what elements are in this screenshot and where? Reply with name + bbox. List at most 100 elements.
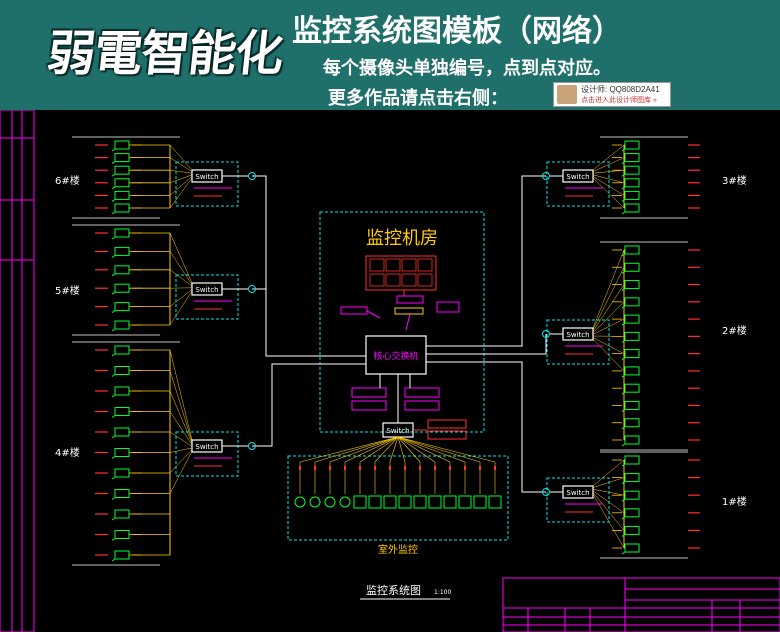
uplink-fan [169,289,193,307]
camera-icon [114,530,130,539]
uplink-fan [169,449,193,474]
camera-icon [624,349,640,359]
camera-icon [624,418,640,428]
camera-mount [111,198,116,202]
camera-icon [114,366,130,375]
page-title: 监控系统图模板（网络） [292,14,622,49]
building-label: 6#楼 [55,174,80,187]
camera-icon [624,331,640,341]
camera-icon [114,509,130,519]
dome-camera-icon [309,496,321,508]
uplink-fan [169,176,193,196]
access-switch-label: Switch [195,286,218,294]
camera-icon [114,203,130,213]
camera-icon [624,153,640,163]
bullet-camera-icon [488,495,502,509]
camera-icon [624,543,640,553]
camera-mount [621,198,626,202]
outdoor-cable [397,436,451,463]
access-switch-label: Switch [195,443,218,451]
access-switch-label: Switch [195,173,218,181]
diagram-structure: 监控机房 核心交换机 [0,110,780,632]
camera-mount [621,270,626,274]
uplink-fan [592,284,625,332]
uplink-fan [592,301,625,333]
camera-mount [111,517,116,521]
camera-icon [114,165,130,175]
camera-mount [621,481,626,485]
camera-icon [624,165,640,175]
camera-mount [111,173,116,177]
camera-mount [621,288,626,291]
outdoor-fan-lines [294,436,502,509]
camera-mount [111,161,116,165]
outdoor-cable [344,436,399,463]
fiber-node-icon [542,488,550,496]
fiber-node-icon [542,330,550,338]
camera-icon [114,345,130,355]
camera-mount [621,322,626,326]
designer-badge[interactable]: 设计师: QQ808D2A41 点击进入此设计师图库 » [553,82,671,107]
camera-mount [621,357,626,361]
camera-icon [114,265,130,275]
camera-icon [624,455,640,465]
building-group: 6#楼 Switch [55,136,256,219]
camera-icon [114,386,130,396]
uplink-fan [592,267,625,330]
bullet-camera-icon [428,495,442,509]
camera-mount [111,273,116,277]
building-label: 3#楼 [722,174,747,187]
switch-cabinet [546,161,610,207]
fiber-node-icon [248,285,256,293]
dome-camera-icon [324,496,336,508]
bullet-camera-icon [353,495,367,509]
switch-cabinet [175,274,239,320]
camera-mount [621,391,626,395]
designer-gallery-link[interactable]: 点击进入此设计师图库 » [581,97,657,104]
outdoor-cable [374,436,399,463]
camera-icon [114,246,130,256]
camera-icon [114,153,130,163]
building-label: 5#楼 [55,284,80,297]
outdoor-cable [389,436,399,463]
bullet-camera-icon [458,495,472,509]
access-switch-label: Switch [566,331,589,339]
footer-scale: 1:100 [434,589,451,596]
uplink-fan [169,144,193,171]
outdoor-cable [397,436,406,463]
uplink-fan [169,177,193,209]
uplink-fan [169,251,193,285]
outdoor-camera-area [287,455,509,541]
outdoor-switch-label: Switch [386,427,409,435]
camera-mount [621,305,626,309]
camera-mount [621,463,626,467]
bullet-camera-icon [368,495,382,509]
uplink-fan [592,157,625,172]
camera-mount [111,353,116,357]
uplink-fan [169,370,193,442]
bullet-camera-icon [383,495,397,509]
avatar [557,85,577,104]
designer-id: 设计师: QQ808D2A41 [581,85,660,94]
fiber-node-icon [248,172,256,180]
camera-icon [624,366,640,376]
footer-title: 监控系统图 [366,583,421,597]
outdoor-cable [397,436,481,463]
dome-camera-icon [339,496,351,508]
switch-cabinet [175,431,239,477]
uplink-fan [169,451,193,494]
camera-icon [114,283,130,293]
camera-mount [621,148,626,152]
camera-icon [114,468,130,478]
bullet-camera-icon [398,495,412,509]
video-wall [365,255,437,291]
logo: 弱電智能化 [44,26,286,82]
outdoor-cable [397,436,421,463]
camera-icon [624,280,640,290]
switch-cabinet [546,319,610,365]
uplink-fan [169,447,193,453]
